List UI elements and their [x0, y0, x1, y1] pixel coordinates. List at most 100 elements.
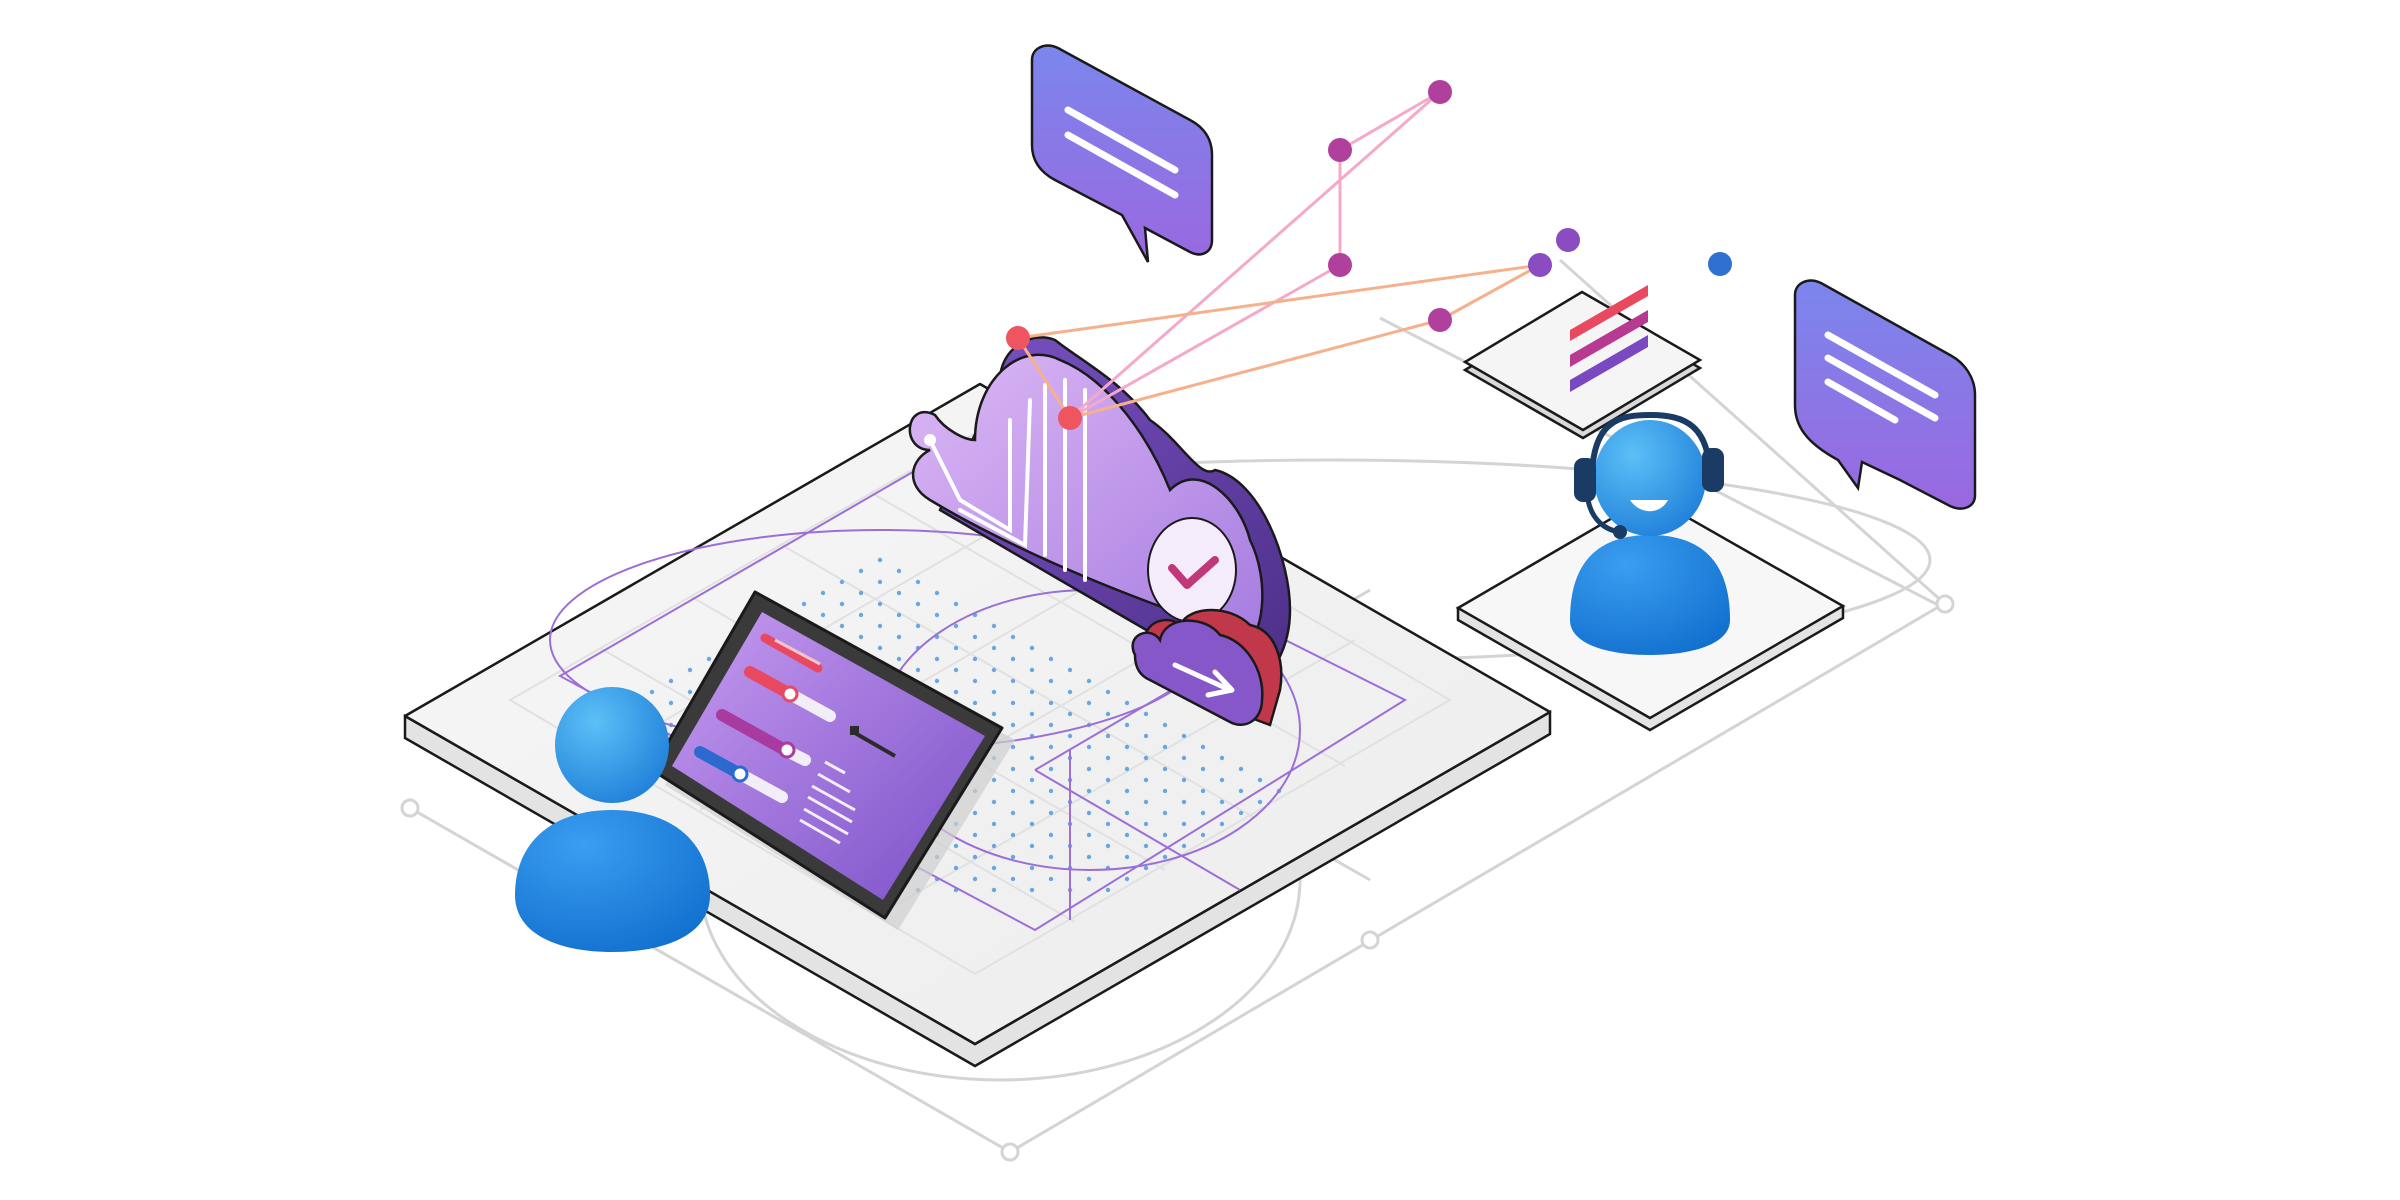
grid-dot	[1105, 755, 1111, 761]
grid-dot	[896, 568, 902, 574]
grid-dot	[1010, 854, 1016, 860]
grid-dot	[934, 656, 940, 662]
grid-dot	[1086, 810, 1092, 816]
grid-dot	[1010, 832, 1016, 838]
grid-dot	[1143, 711, 1149, 717]
grid-dot	[991, 865, 997, 871]
grid-dot	[858, 568, 864, 574]
grid-dot	[1010, 876, 1016, 882]
grid-dot	[1105, 887, 1111, 893]
grid-dot	[1010, 678, 1016, 684]
grid-dot	[1029, 799, 1035, 805]
grid-dot	[1086, 854, 1092, 860]
grid-dot	[1162, 788, 1168, 794]
grid-dot	[1200, 810, 1206, 816]
grid-dot	[1238, 766, 1244, 772]
grid-dot	[668, 700, 674, 706]
grid-dot	[1143, 777, 1149, 783]
grid-dot	[991, 843, 997, 849]
grid-dot	[668, 678, 674, 684]
grid-dot	[1048, 810, 1054, 816]
grid-dot	[1105, 777, 1111, 783]
grid-dot	[991, 623, 997, 629]
grid-dot	[1143, 755, 1149, 761]
grid-dot	[1067, 667, 1073, 673]
small-cloud-download-icon	[1131, 608, 1283, 727]
tablet-ui-sliders	[694, 633, 896, 845]
grid-dot	[1067, 689, 1073, 695]
chat-bubble-icon	[1793, 279, 1977, 510]
grid-dot	[1162, 832, 1168, 838]
grid-dot	[839, 579, 845, 585]
grid-dot	[1200, 788, 1206, 794]
grid-dot	[991, 777, 997, 783]
grid-dot	[649, 689, 655, 695]
grid-dot	[1048, 656, 1054, 662]
grid-dot	[953, 865, 959, 871]
grid-dot	[1181, 777, 1187, 783]
grid-dot	[915, 667, 921, 673]
grid-dot	[839, 623, 845, 629]
grid-dot	[1029, 865, 1035, 871]
grid-dot	[877, 557, 883, 563]
grid-dot	[858, 612, 864, 618]
grid-dot	[1086, 678, 1092, 684]
grid-dot	[991, 645, 997, 651]
chat-bubble-icon	[1030, 44, 1214, 263]
grid-dot	[1029, 667, 1035, 673]
checkmark-icon	[1147, 517, 1237, 623]
grid-dot	[991, 667, 997, 673]
grid-dot	[1105, 799, 1111, 805]
grid-dot	[1238, 810, 1244, 816]
grid-dot	[1124, 700, 1130, 706]
grid-dot	[706, 656, 712, 662]
grid-dot	[1029, 843, 1035, 849]
grid-dot	[1162, 766, 1168, 772]
grid-dot	[820, 612, 826, 618]
grid-dot	[1162, 854, 1168, 860]
grid-dot	[1067, 733, 1073, 739]
grid-dot	[1086, 744, 1092, 750]
grid-dot	[1105, 821, 1111, 827]
grid-dot	[1219, 777, 1225, 783]
grid-dot	[801, 601, 807, 607]
grid-dot	[687, 667, 693, 673]
grid-dot	[1124, 722, 1130, 728]
grid-dot	[1143, 865, 1149, 871]
grid-dot	[1219, 821, 1225, 827]
support-agent-headset-icon	[1574, 411, 1724, 539]
grid-dot	[1200, 744, 1206, 750]
grid-dot	[1124, 788, 1130, 794]
grid-dot	[1181, 843, 1187, 849]
grid-dot	[1048, 788, 1054, 794]
grid-dot	[915, 579, 921, 585]
grid-dot	[1029, 755, 1035, 761]
user-person-icon	[515, 687, 710, 952]
grid-dot	[1010, 656, 1016, 662]
grid-dot	[1162, 810, 1168, 816]
grid-dot	[953, 689, 959, 695]
grid-dot	[1029, 777, 1035, 783]
grid-dot	[1048, 854, 1054, 860]
grid-dot	[972, 678, 978, 684]
grid-dot	[1219, 799, 1225, 805]
grid-dot	[1048, 700, 1054, 706]
grid-dot	[858, 590, 864, 596]
grid-dot	[820, 590, 826, 596]
grid-dot	[877, 579, 883, 585]
grid-dot	[1124, 832, 1130, 838]
grid-dot	[1200, 766, 1206, 772]
grid-dot	[1010, 766, 1016, 772]
grid-dot	[1048, 832, 1054, 838]
graph-nodes	[1006, 80, 1732, 430]
grid-dot	[1010, 744, 1016, 750]
grid-dot	[972, 656, 978, 662]
grid-dot	[896, 656, 902, 662]
grid-dot	[1162, 722, 1168, 728]
grid-dot	[1029, 711, 1035, 717]
grid-dot	[991, 887, 997, 893]
grid-dot	[1257, 799, 1263, 805]
grid-dot	[953, 667, 959, 673]
grid-dot	[1029, 821, 1035, 827]
grid-dot	[1105, 711, 1111, 717]
